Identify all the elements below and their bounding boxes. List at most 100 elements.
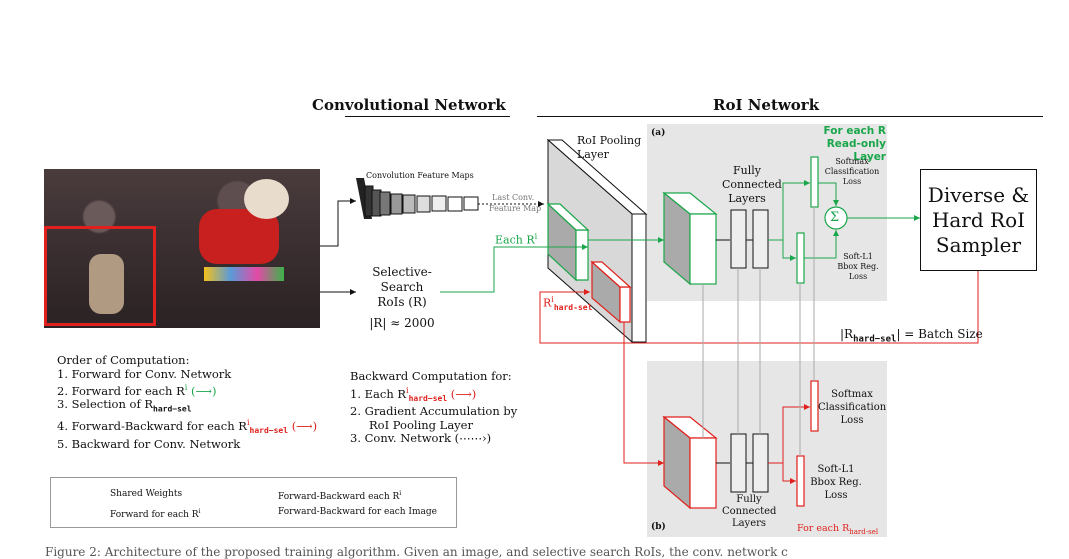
conv-feature-maps — [356, 178, 479, 219]
legend-box — [50, 477, 457, 528]
softmax-b-line2: Classification — [818, 402, 887, 413]
r-hard-label: Rihard-sel — [543, 293, 592, 315]
sigma-symbol: Σ — [830, 210, 840, 225]
legend-fb-each: Forward-Backward each Ri — [278, 489, 401, 502]
order-item-3: 3. Selection of Rhard−sel — [57, 398, 317, 416]
shared-weights-lines — [702, 207, 815, 456]
order-item-3-text: 3. Selection of R — [57, 397, 154, 412]
each-r-text: Each R — [495, 233, 535, 247]
order-item-3-sub: hard−sel — [153, 404, 192, 414]
fc-a-layer-1 — [730, 209, 747, 269]
conv-network-header: Convolutional Network — [312, 96, 506, 114]
ss-rois-label: Selective-Search RoIs (R) |R| ≈ 2000 — [357, 265, 447, 331]
sl1-a-line2: Bbox Reg. Loss — [837, 262, 879, 281]
sampler-line1: Diverse & — [927, 182, 1030, 207]
backward-item-1-sub: hard−sel — [408, 393, 448, 403]
sl1-a-label: Soft-L1 Bbox Reg. Loss — [828, 252, 888, 282]
ss-to-roi-arrow — [440, 244, 588, 293]
sl1-b-line2: Bbox Reg. — [810, 477, 862, 488]
last-conv-label: Last Conv. — [492, 193, 535, 202]
input-image — [44, 169, 320, 328]
softmax-a-box — [810, 156, 819, 208]
for-each-hard-note: For each Rhard-sel — [797, 523, 878, 536]
order-item-1: 1. Forward for Conv. Network — [57, 366, 232, 381]
softmax-a-line2: Classification — [824, 167, 880, 176]
each-r-label: Each Ri — [495, 230, 537, 248]
backward-computation: Backward Computation for: 1. Each Rihard… — [350, 369, 518, 446]
sl1-b-line1: Soft-L1 — [817, 464, 855, 475]
backward-title: Backward Computation for: — [350, 369, 512, 383]
r-hard-text: R — [543, 296, 552, 310]
backward-item-1-text: 1. Each R — [350, 386, 407, 401]
sl1-b-box — [796, 455, 805, 507]
order-item-5: 5. Backward for Conv. Network — [57, 436, 241, 451]
softmax-b-box — [810, 380, 819, 432]
roi-pool-line1: RoI Pooling — [577, 134, 642, 147]
softmax-b-label: Softmax Classification Loss — [818, 388, 886, 427]
fc-a-layer-2 — [752, 209, 769, 269]
order-item-4-sup: i — [246, 418, 250, 428]
order-item-4: 4. Forward-Backward for each Rihard−sel … — [57, 416, 317, 438]
legend-fwd-each: Forward for each Ri — [110, 507, 200, 520]
sampler-line2: Hard RoI — [931, 207, 1026, 232]
sl1-b-line3: Loss — [824, 490, 848, 501]
conv-maps-label: Convolution Feature Maps — [366, 171, 474, 180]
roi-pool-line2: Layer — [577, 148, 609, 161]
softmax-b-line1: Softmax — [831, 389, 873, 400]
hard-roi-sampler: Diverse & Hard RoI Sampler — [920, 169, 1037, 271]
fc-b-line3: Layers — [731, 518, 767, 529]
for-each-r-text: For each R — [823, 125, 886, 137]
order-item-2-text: 2. Forward for each R — [57, 383, 185, 398]
fc-a-block — [662, 191, 718, 286]
order-item-4-text: 4. Forward-Backward for each R — [57, 418, 247, 433]
each-r-sup: i — [534, 232, 538, 241]
batch-size-label: |Rhard−sel| = Batch Size — [840, 327, 983, 344]
read-only-note: For each R Read-only Layer — [796, 125, 886, 164]
roi-pool-label: RoI Pooling Layer — [577, 134, 641, 162]
cat-body — [89, 254, 124, 314]
order-item-2-sup: i — [184, 383, 188, 392]
fc-a-line2: Connected — [722, 178, 782, 191]
figure-caption: Figure 2: Architecture of the proposed t… — [45, 545, 788, 559]
r-hard-sup: i — [551, 295, 554, 304]
softmax-a-line3: Loss — [842, 177, 862, 186]
softmax-a-line1: Softmax — [835, 157, 869, 166]
fc-b-line1: Fully — [736, 494, 762, 505]
for-each-hard-text: For each R — [797, 523, 850, 534]
order-item-4-sub: hard−sel — [249, 426, 289, 436]
fc-a-line3: Layers — [728, 192, 766, 205]
sl1-a-line1: Soft-L1 — [843, 252, 873, 261]
ss-count: |R| ≈ 2000 — [369, 316, 435, 330]
order-of-computation: Order of Computation: 1. Forward for Con… — [57, 353, 317, 451]
feature-map-label: Feature Map — [489, 204, 542, 213]
fc-a-line1: Fully — [733, 164, 761, 177]
for-each-hard-sub: hard-sel — [849, 527, 879, 536]
legend-fb-each-sup: i — [399, 490, 402, 497]
panel-b-label: (b) — [651, 522, 666, 532]
roi-network-header: RoI Network — [713, 96, 820, 114]
order-title: Order of Computation: — [57, 353, 190, 367]
fc-b-line2: Connected — [722, 506, 777, 517]
fc-b-block — [662, 415, 718, 510]
batch-size-r: |R — [840, 327, 854, 341]
sl1-a-box — [796, 232, 805, 284]
softmax-a-label: Softmax Classification Loss — [822, 157, 882, 187]
order-item-2-arrow: (⟶) — [191, 383, 217, 398]
panel-a-label: (a) — [651, 128, 666, 138]
softmax-b-line3: Loss — [840, 415, 864, 426]
ss-line1: Selective-Search — [372, 265, 432, 294]
roi-to-fc-b-arrow — [623, 322, 664, 466]
backward-item-2: 2. Gradient Accumulation by — [350, 404, 518, 419]
batch-size-sub: hard−sel — [853, 334, 897, 345]
fc-b-layer-1 — [730, 433, 747, 493]
backward-item-1-arrow: (⟶) — [450, 386, 477, 401]
stroller-seat — [204, 267, 284, 281]
legend-fb-image: Forward-Backward for each Image — [278, 507, 437, 517]
fc-b-layer-2 — [752, 433, 769, 493]
backward-item-1-sup: i — [406, 385, 409, 395]
read-only-text: Read-only Layer — [826, 138, 886, 163]
fc-b-label: Fully Connected Layers — [722, 494, 776, 530]
sampler-line3: Sampler — [935, 232, 1022, 257]
roi-box — [44, 226, 156, 326]
